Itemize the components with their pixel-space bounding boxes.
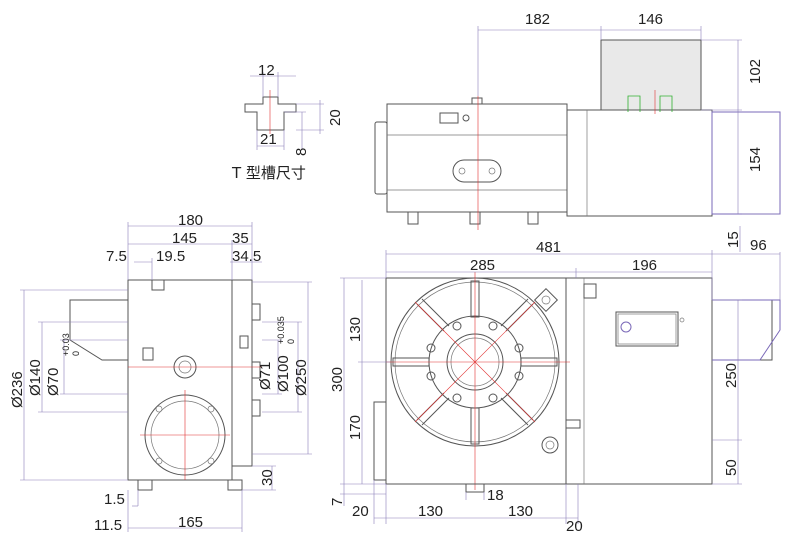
nameplate — [615, 311, 679, 347]
side-dim-250: Ø250 — [293, 359, 310, 396]
tslot-dim-12: 12 — [258, 62, 275, 79]
top-dim-102: 102 — [747, 59, 764, 84]
tslot-title: T 型槽尺寸 — [231, 164, 306, 182]
front-dim-481: 481 — [536, 239, 561, 256]
side-view: 180 145 35 7.5 19.5 34.5 Ø236 Ø140 Ø70 +… — [9, 212, 312, 534]
side-dim-71: Ø71 — [257, 362, 274, 390]
front-dim-285: 285 — [470, 257, 495, 274]
side-dim-180: 180 — [178, 212, 203, 229]
side-dim-165: 165 — [178, 514, 203, 531]
side-dim-100-tol-up: +0.035 — [276, 316, 286, 344]
side-dim-30: 30 — [259, 469, 276, 486]
bolt-holes — [426, 321, 524, 403]
side-dim-35: 35 — [232, 230, 249, 247]
front-dim-50: 50 — [723, 459, 740, 476]
t-slot-profile — [244, 96, 297, 131]
tslot-dim-21: 21 — [260, 131, 277, 148]
front-dim-170: 170 — [347, 415, 364, 440]
front-dim-300: 300 — [329, 367, 346, 392]
front-dim-18: 18 — [487, 487, 504, 504]
side-dim-34-5: 34.5 — [232, 248, 261, 265]
front-dim-130v: 130 — [347, 317, 364, 342]
front-dim-196: 196 — [632, 257, 657, 274]
side-dim-1-5: 1.5 — [104, 491, 125, 508]
side-plate — [142, 347, 154, 361]
motor-housing — [600, 39, 702, 111]
top-dim-146: 146 — [638, 11, 663, 28]
side-dim-19-5: 19.5 — [156, 248, 185, 265]
front-view: 481 285 196 15 96 130 300 170 7 250 50 2… — [329, 226, 781, 535]
nameplate-small — [439, 112, 459, 124]
side-dim-70: Ø70 — [45, 368, 62, 396]
side-dim-100: Ø100 — [275, 355, 292, 392]
tslot-dim-20: 20 — [327, 109, 344, 126]
front-dim-130a: 130 — [418, 503, 443, 520]
top-dim-182: 182 — [525, 11, 550, 28]
front-dim-7: 7 — [329, 498, 346, 506]
motor-end — [711, 299, 773, 361]
front-dim-96: 96 — [750, 237, 767, 254]
side-dim-70-tol-up: +0.03 — [61, 333, 71, 356]
side-dim-100-tol-low: 0 — [286, 339, 296, 344]
front-dim-250: 250 — [723, 363, 740, 388]
side-dim-70-tol-low: 0 — [71, 351, 81, 356]
front-dim-20a: 20 — [352, 503, 369, 520]
tslot-dim-8: 8 — [293, 148, 310, 156]
front-dim-130b: 130 — [508, 503, 533, 520]
side-dim-7-5: 7.5 — [106, 248, 127, 265]
front-dim-20b: 20 — [566, 518, 583, 535]
side-dim-140: Ø140 — [27, 359, 44, 396]
top-view: 182 146 102 154 — [374, 11, 781, 230]
front-dim-15: 15 — [725, 231, 742, 248]
t-slot-detail: 12 21 8 20 T 型槽尺寸 — [231, 62, 344, 182]
side-dim-145: 145 — [172, 230, 197, 247]
side-dim-236: Ø236 — [9, 371, 26, 408]
top-dim-154: 154 — [747, 147, 764, 172]
side-dim-11-5: 11.5 — [94, 517, 122, 534]
